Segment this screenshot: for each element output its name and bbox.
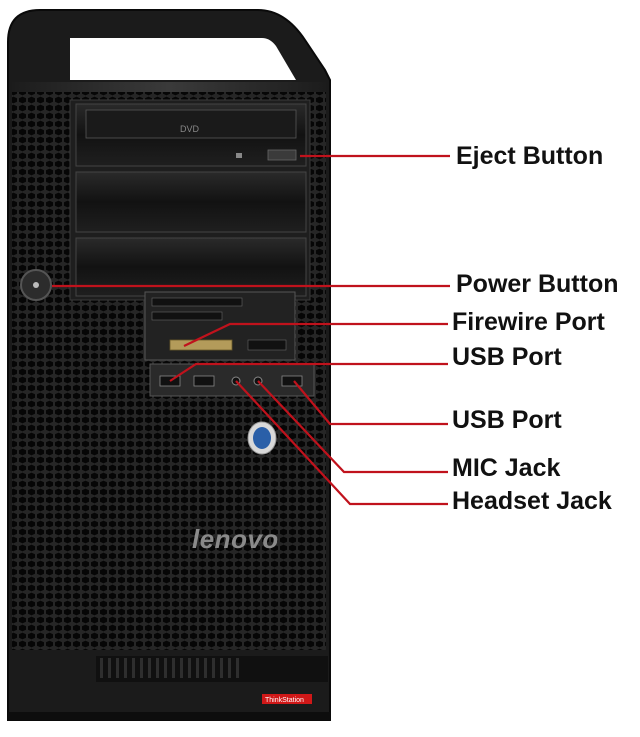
empty-bay-2 — [75, 237, 307, 297]
handle-opening — [70, 38, 296, 80]
leader-line-usb-port-lower — [293, 380, 448, 426]
power-button-center — [33, 282, 39, 288]
bottom-vent-slots — [100, 658, 239, 678]
leader-line-firewire-port — [183, 322, 448, 347]
callout-eject-button: Eject Button — [456, 142, 604, 170]
card-slot-2 — [151, 311, 223, 321]
optical-tray — [85, 109, 297, 139]
leader-lines — [52, 154, 450, 506]
thinkstation-badge-text: ThinkStation — [265, 697, 304, 704]
usb-port-3-shape — [281, 375, 303, 387]
callout-usb-port-upper: USB Port — [452, 343, 562, 371]
callout-mic-jack: MIC Jack — [452, 454, 561, 482]
eject-button-shape — [267, 149, 297, 161]
case-foot — [8, 712, 330, 720]
thinkstation-badge — [262, 694, 312, 704]
card-slot-1 — [151, 297, 243, 307]
leader-line-usb-port-upper — [169, 362, 448, 382]
firewire-port-shape — [169, 339, 233, 351]
callout-firewire-port: Firewire Port — [452, 308, 605, 336]
callout-headset-jack: Headset Jack — [452, 487, 612, 515]
lenovo-logo: lenovo — [192, 524, 279, 554]
card-slot-3 — [247, 339, 287, 351]
top-rim — [12, 82, 326, 92]
drive-activity-light — [236, 153, 242, 158]
empty-bay-1 — [75, 171, 307, 233]
leader-line-headset-jack — [235, 380, 448, 506]
callout-power-button: Power Button — [456, 270, 619, 298]
leader-line-mic-jack — [257, 380, 448, 474]
dvd-logo: DVD — [180, 124, 200, 134]
callout-usb-port-lower: USB Port — [452, 406, 562, 434]
processor-sticker-inner — [253, 427, 271, 449]
usb-port-2-shape — [193, 375, 215, 387]
